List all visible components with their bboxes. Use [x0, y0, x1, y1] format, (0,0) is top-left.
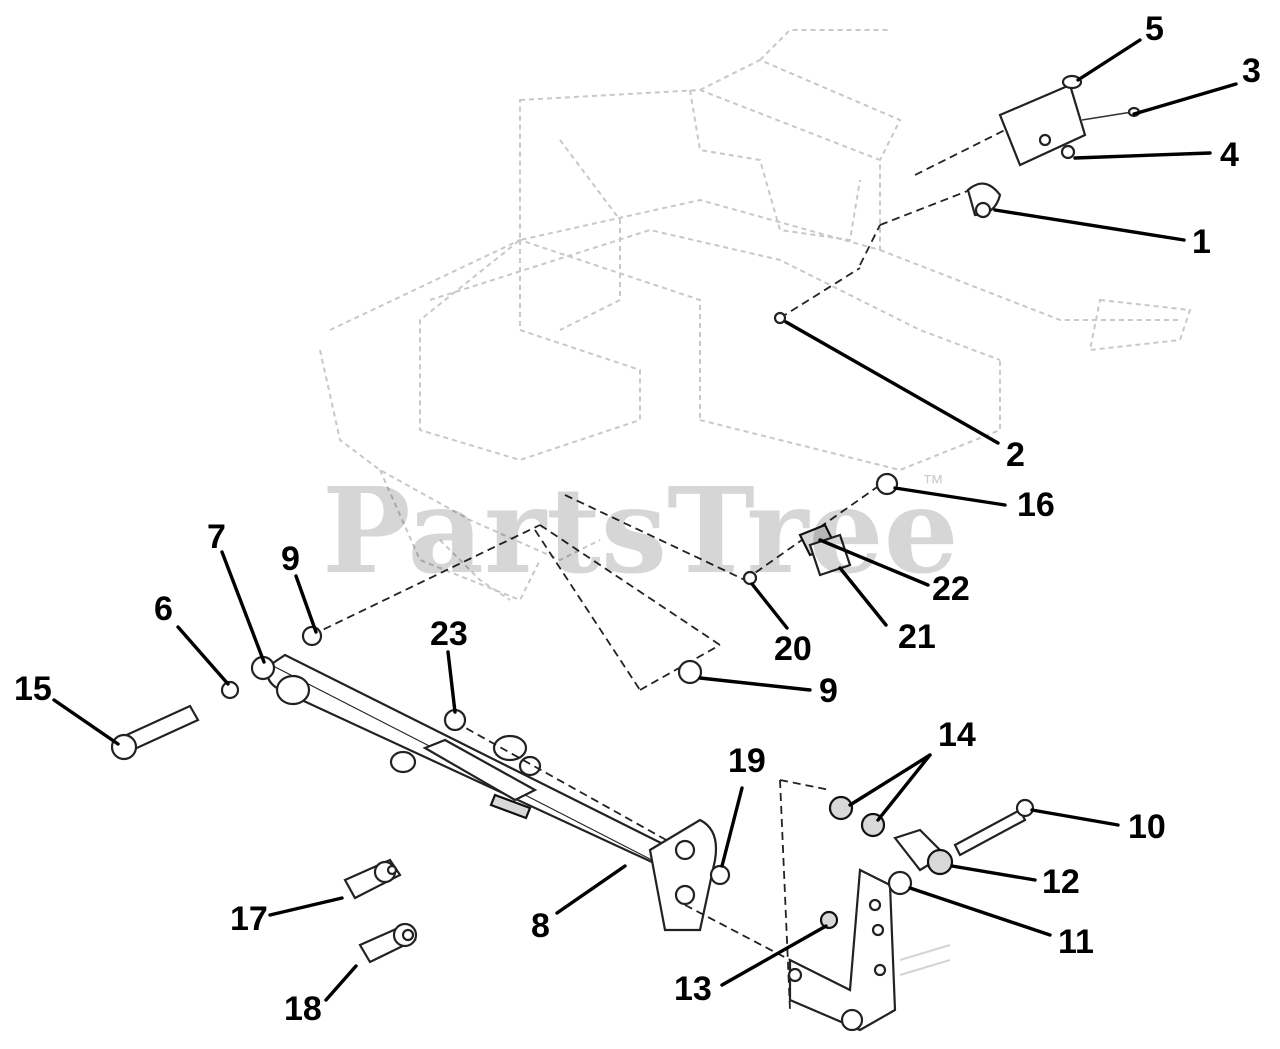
top-linkage-assembly: [773, 74, 1141, 325]
callout-10: 10: [1128, 808, 1166, 846]
leader-11: [908, 886, 1052, 937]
leader-lines: [52, 38, 1238, 1002]
leader-21: [838, 566, 888, 627]
watermark-trademark: ™: [922, 470, 944, 495]
watermark: PartsTree ™: [322, 461, 959, 600]
callout-14: 14: [938, 716, 976, 754]
callout-21: 21: [898, 618, 936, 656]
leader-15: [52, 698, 120, 746]
mount-bracket-assembly: [684, 779, 1035, 1032]
callout-4: 4: [1220, 136, 1239, 174]
leader-4: [1073, 151, 1212, 160]
leader-14b: [876, 753, 932, 822]
callout-12: 12: [1042, 863, 1080, 901]
leader-1: [993, 208, 1186, 242]
callout-8: 8: [531, 907, 550, 945]
background-frame-ghost: [319, 29, 1192, 976]
callout-1: 1: [1192, 223, 1211, 261]
callout-11: 11: [1058, 923, 1094, 961]
callout-17: 17: [230, 900, 268, 938]
leader-5: [1076, 38, 1142, 82]
callout-5: 5: [1145, 10, 1164, 48]
leader-3: [1132, 82, 1238, 116]
callout-15: 15: [14, 670, 52, 708]
leader-9b: [698, 676, 812, 692]
leader-7: [220, 550, 266, 664]
leader-18: [324, 964, 358, 1002]
callout-22: 22: [932, 570, 970, 608]
leader-2: [784, 320, 1000, 445]
callout-7: 7: [207, 518, 226, 556]
leader-9a: [294, 574, 318, 634]
leader-12: [950, 864, 1037, 882]
leader-14a: [848, 753, 932, 807]
callout-9-lower: 9: [819, 672, 838, 710]
leader-23: [446, 650, 457, 714]
callout-3: 3: [1242, 52, 1261, 90]
leader-13: [720, 924, 828, 987]
callout-labels: 5 3 4 1 2 16 22 21 20 9 9 7 6 23 15 19 1…: [14, 10, 1261, 1028]
watermark-text: PartsTree: [322, 461, 959, 600]
leader-22: [818, 538, 930, 587]
callout-6: 6: [154, 590, 173, 628]
leader-17: [268, 896, 344, 917]
leader-19: [720, 786, 744, 868]
callout-9-upper: 9: [281, 540, 300, 578]
mid-pivot-hardware: [564, 472, 899, 586]
callout-2: 2: [1006, 436, 1025, 474]
bracket-plate: [534, 524, 721, 691]
callout-16: 16: [1017, 486, 1055, 524]
callout-20: 20: [774, 630, 812, 668]
leader-20: [750, 582, 789, 630]
callout-13: 13: [674, 970, 712, 1008]
leader-10: [1030, 808, 1120, 827]
callout-19: 19: [728, 742, 766, 780]
clevis-parts: [343, 858, 418, 964]
leader-16: [893, 486, 1007, 507]
leader-8: [555, 864, 627, 915]
main-shaft-assembly: [110, 524, 731, 932]
leader-6: [176, 625, 230, 686]
callout-23: 23: [430, 615, 468, 653]
callout-18: 18: [284, 990, 322, 1028]
